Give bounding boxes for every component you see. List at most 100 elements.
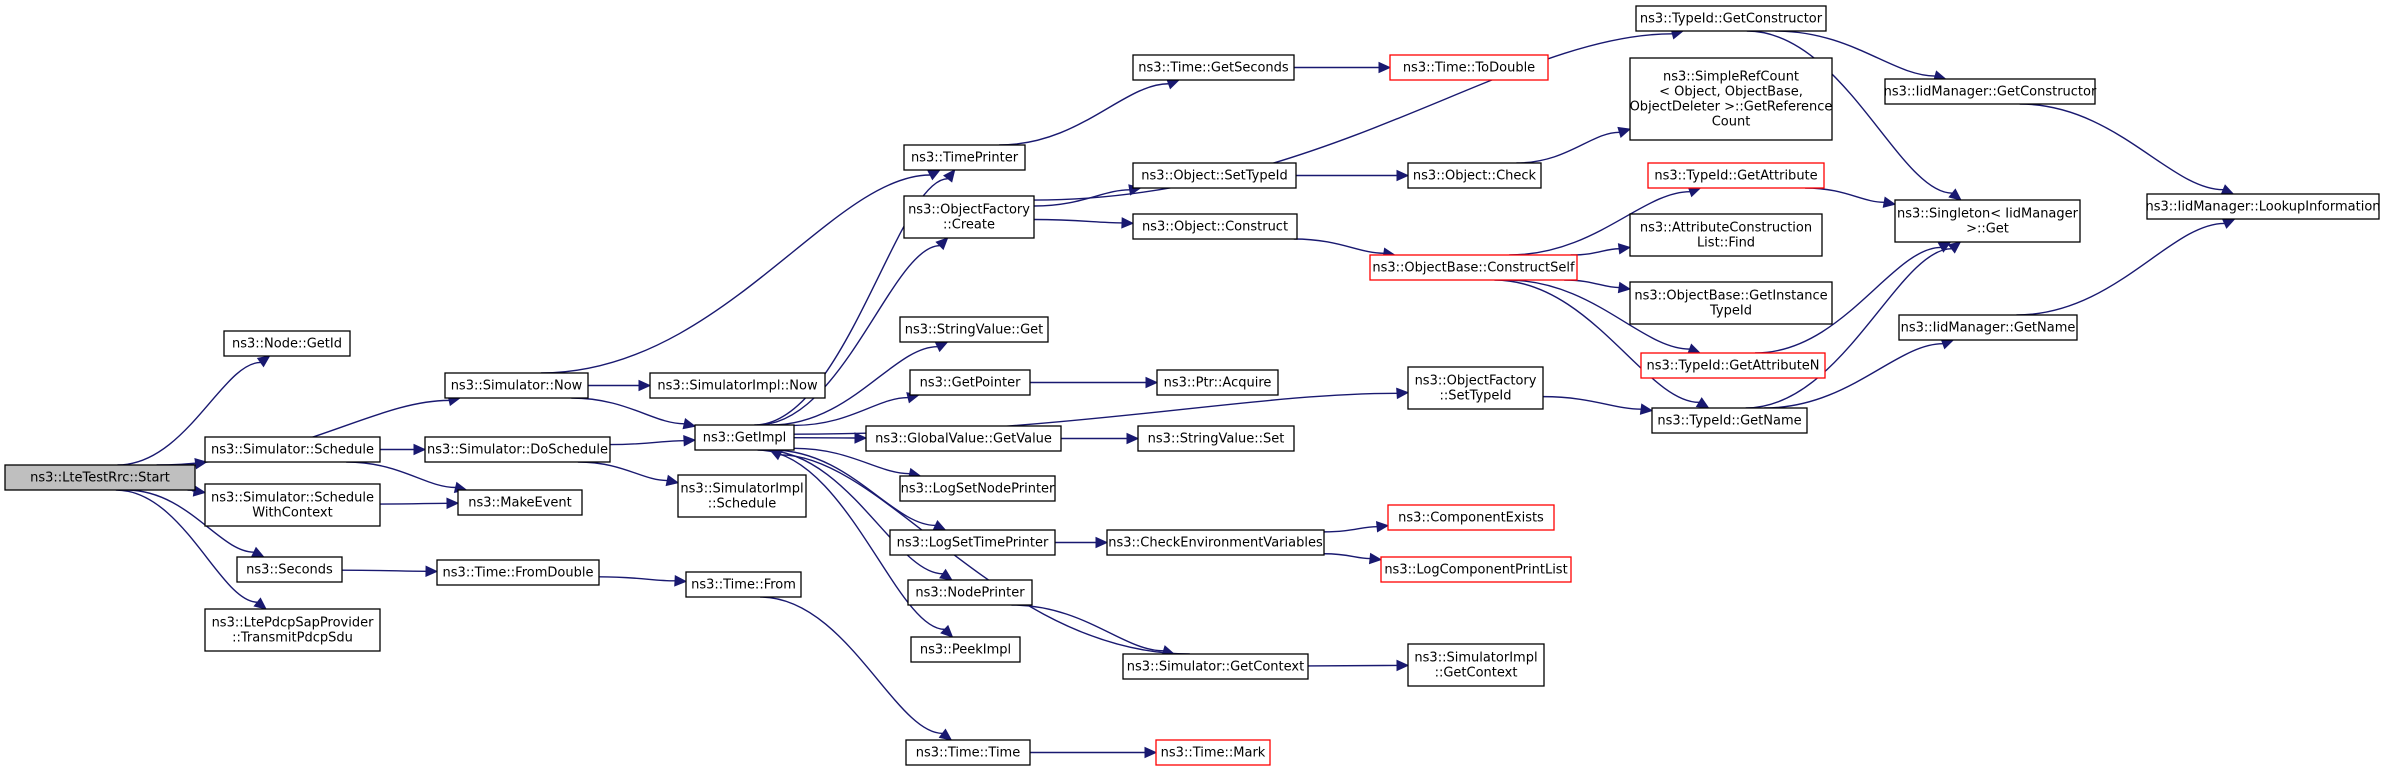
node-logcompprintlist[interactable]: ns3::LogComponentPrintList [1380,556,1572,583]
node-label: ns3::LogSetNodePrinter [901,482,1055,497]
node-simimplschedule[interactable]: ns3::SimulatorImpl::Schedule [677,474,807,518]
node-timegetseconds[interactable]: ns3::Time::GetSeconds [1132,54,1295,81]
node-doschedule[interactable]: ns3::Simulator::DoSchedule [424,436,611,463]
node-ltepdcp[interactable]: ns3::LtePdcpSapProvider::TransmitPdcpSdu [204,608,381,652]
node-stringvalueset[interactable]: ns3::StringValue::Set [1137,425,1295,452]
node-box [905,739,1031,766]
node-label: ns3::Time::FromDouble [443,566,594,581]
node-getid[interactable]: ns3::Node::GetId [223,330,351,357]
edge-doschedule-to-simimplschedule [577,461,668,482]
node-label: ns3::LteTestRrc::Start [30,471,170,486]
arrowhead-icon [425,565,439,578]
node-checkenv[interactable]: ns3::CheckEnvironmentVariables [1106,529,1325,556]
node-constructself[interactable]: ns3::ObjectBase::ConstructSelf [1369,254,1578,281]
node-label: ns3::Time::Time [916,746,1020,761]
node-iidmgrgetconstructor[interactable]: ns3::IidManager::GetConstructor [1884,78,2097,105]
node-label: ns3::Time::GetSeconds [1138,61,1289,76]
node-getimpl[interactable]: ns3::GetImpl [694,424,795,451]
node-box [1132,54,1295,81]
node-label: ns3::GetPointer [920,376,1021,391]
node-box [694,424,795,451]
node-simimplgetcontext[interactable]: ns3::SimulatorImpl::GetContext [1407,643,1545,687]
node-box [899,316,1049,343]
node-typeidgetconstructor[interactable]: ns3::TypeId::GetConstructor [1635,5,1827,32]
edge-typeidgetattribute-to-singletonget [1805,187,1885,204]
edge-root-to-getid [117,361,261,466]
node-label: ns3::IidManager::LookupInformation [2145,200,2380,215]
node-seconds[interactable]: ns3::Seconds [236,556,343,583]
edge-typeidgetconstructor-to-iidmgrgetconstructor [1775,30,1936,77]
node-getpointer[interactable]: ns3::GetPointer [909,369,1031,396]
node-timefrom[interactable]: ns3::Time::From [685,571,802,598]
node-label: ns3::StringValue::Set [1148,432,1285,447]
node-timetime[interactable]: ns3::Time::Time [905,739,1031,766]
node-label: ns3::Object::SetTypeId [1141,169,1287,184]
edge-constructself-to-objbasegetinstance [1564,279,1620,289]
node-logsettime[interactable]: ns3::LogSetTimePrinter [889,529,1056,556]
node-box [1387,504,1555,531]
node-root[interactable]: ns3::LteTestRrc::Start [4,464,196,491]
node-simnow[interactable]: ns3::Simulator::Now [444,372,589,399]
node-label: ns3::SimulatorImpl::Now [657,379,818,394]
node-typeidgetattributen[interactable]: ns3::TypeId::GetAttributeN [1640,352,1826,379]
node-objfactorycreate[interactable]: ns3::ObjectFactory::Create [903,195,1035,239]
node-typeidgetattribute[interactable]: ns3::TypeId::GetAttribute [1647,162,1825,189]
node-stringvalueget[interactable]: ns3::StringValue::Get [899,316,1049,343]
node-label: ns3::Simulator::GetContext [1127,660,1304,675]
node-box [1629,57,1833,141]
node-peekimpl[interactable]: ns3::PeekImpl [910,636,1021,663]
node-componentexists[interactable]: ns3::ComponentExists [1387,504,1555,531]
node-label: ns3::ObjectFactory [1415,374,1537,389]
node-timemark[interactable]: ns3::Time::Mark [1155,739,1271,766]
arrowhead-icon [935,237,949,251]
node-label: ns3::Node::GetId [232,337,342,352]
node-objconstruct[interactable]: ns3::Object::Construct [1132,213,1298,240]
node-iidmgrlookup[interactable]: ns3::IidManager::LookupInformation [2145,193,2381,220]
node-objsettypeid[interactable]: ns3::Object::SetTypeId [1132,162,1297,189]
node-label: List::Find [1697,236,1755,251]
edge-simnow-to-getimpl [571,397,685,425]
arrowhead-icon [2221,218,2236,229]
node-objcheck[interactable]: ns3::Object::Check [1407,162,1542,189]
edge-constructself-to-typeidgetname [1494,279,1700,404]
node-label: < Object, ObjectBase, [1659,85,1803,100]
node-makeevent[interactable]: ns3::MakeEvent [457,489,583,516]
node-simschedule[interactable]: ns3::Simulator::Schedule [204,436,381,463]
node-typeidgetname[interactable]: ns3::TypeId::GetName [1651,407,1808,434]
edge-schedwithctx-to-makeevent [379,502,448,505]
node-box [1369,254,1578,281]
edge-constructself-to-typeidgetattributen [1506,279,1690,350]
node-globalvalueget[interactable]: ns3::GlobalValue::GetValue [865,425,1062,452]
edge-objfactorycreate-to-objsettypeid [1033,189,1130,207]
node-timetodouble[interactable]: ns3::Time::ToDouble [1389,54,1549,81]
node-objfactorysettypeid[interactable]: ns3::ObjectFactory::SetTypeId [1407,366,1544,410]
node-simplerefcount[interactable]: ns3::SimpleRefCount< Object, ObjectBase,… [1629,57,1833,141]
node-fromdouble[interactable]: ns3::Time::FromDouble [436,559,600,586]
node-iidmgrgetname[interactable]: ns3::IidManager::GetName [1898,314,2078,341]
node-label: ns3::Simulator::Schedule [211,443,374,458]
node-box [907,579,1033,606]
edge-fromdouble-to-timefrom [598,576,676,582]
node-box [223,330,351,357]
node-simgetcontext[interactable]: ns3::Simulator::GetContext [1122,653,1309,680]
edge-getimpl-to-stringvalueget [771,345,938,426]
arrowhead-icon [1617,126,1632,138]
node-nodeprinter[interactable]: ns3::NodePrinter [907,579,1033,606]
node-logsetnode[interactable]: ns3::LogSetNodePrinter [899,475,1056,502]
arrowhead-icon [446,497,460,510]
node-timeprinter[interactable]: ns3::TimePrinter [903,144,1026,171]
node-label: ::SetTypeId [1439,389,1511,404]
node-box [1156,369,1279,396]
arrowhead-icon [927,169,942,181]
node-box [1389,54,1549,81]
node-box [899,475,1056,502]
edge-root-to-seconds [125,489,254,553]
node-singletonget[interactable]: ns3::Singleton< IidManager>::Get [1894,199,2081,243]
node-simimplnow[interactable]: ns3::SimulatorImpl::Now [649,372,826,399]
node-ptracquire[interactable]: ns3::Ptr::Acquire [1156,369,1279,396]
node-box [1629,213,1823,257]
node-box [889,529,1056,556]
